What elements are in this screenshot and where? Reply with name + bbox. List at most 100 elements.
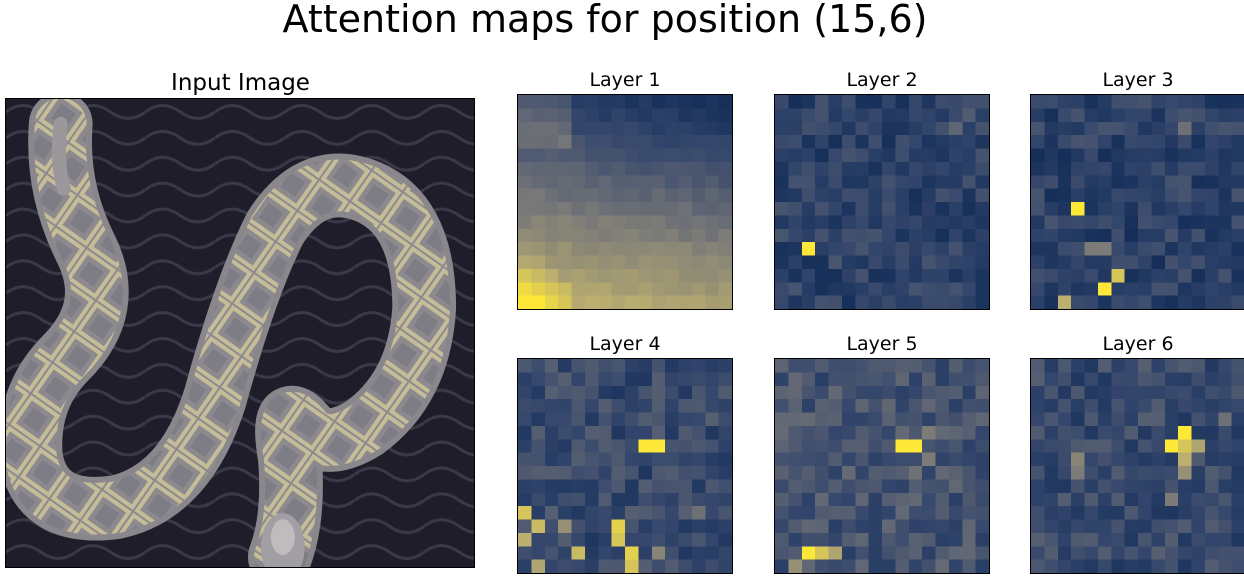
heatmap-cell (544, 135, 559, 149)
heatmap-cell (828, 359, 843, 373)
heatmap-cell (948, 466, 963, 480)
heatmap-cell (1204, 385, 1219, 400)
heatmap-cell (571, 268, 586, 283)
heatmap-cell (1204, 295, 1219, 309)
heatmap-cell (801, 202, 816, 216)
heatmap-cell (775, 242, 789, 256)
heatmap-cell (962, 242, 976, 256)
heatmap-cell (1057, 359, 1072, 373)
heatmap-cell (638, 559, 653, 573)
heatmap-cell (788, 466, 803, 480)
heatmap-cell (625, 148, 639, 163)
heatmap-cell (1111, 121, 1125, 136)
heatmap-cell (962, 479, 976, 494)
heatmap-cell (948, 282, 963, 296)
heatmap-cell (1124, 452, 1139, 467)
heatmap-cell (598, 492, 612, 507)
heatmap-cell (1191, 242, 1206, 256)
heatmap-cell (1191, 188, 1206, 203)
heatmap-cell (584, 135, 599, 149)
heatmap-cell (1057, 452, 1072, 467)
heatmap-cell (638, 175, 653, 189)
heatmap-cell (558, 492, 572, 507)
heatmap-cell (948, 202, 963, 216)
heatmap-cell (1178, 202, 1192, 216)
layer-3-heatmap (1030, 94, 1244, 310)
heatmap-cell (1204, 399, 1219, 413)
heatmap-cell (922, 359, 936, 373)
heatmap-cell (1231, 439, 1244, 453)
heatmap-cell (828, 215, 843, 230)
heatmap-cell (868, 559, 883, 573)
heatmap-cell (1191, 161, 1206, 176)
heatmap-cell (518, 492, 532, 507)
heatmap-cell (558, 202, 572, 216)
heatmap-cell (1044, 559, 1059, 573)
heatmap-cell (922, 135, 936, 149)
heatmap-cell (775, 215, 789, 230)
heatmap-cell (651, 466, 666, 480)
heatmap-cell (788, 519, 803, 534)
heatmap-cell (801, 268, 816, 283)
heatmap-cell (1097, 506, 1112, 520)
heatmap-cell (1084, 202, 1099, 216)
heatmap-cell (1124, 175, 1139, 189)
heatmap-cell (1124, 228, 1139, 243)
heatmap-cell (935, 559, 950, 573)
heatmap-cell (1084, 175, 1099, 189)
heatmap-cell (1191, 519, 1206, 534)
heatmap-cell (882, 121, 896, 136)
heatmap-cell (1031, 95, 1045, 109)
heatmap-cell (531, 479, 546, 494)
heatmap-cell (1138, 506, 1152, 520)
heatmap-cell (855, 121, 869, 136)
heatmap-cell (584, 121, 599, 136)
heatmap-cell (975, 546, 989, 560)
heatmap-cell (691, 108, 706, 123)
heatmap-cell (665, 135, 679, 149)
heatmap-cell (1204, 268, 1219, 283)
heatmap-cell (815, 95, 829, 109)
heatmap-cell (1084, 282, 1099, 296)
heatmap-cell (841, 519, 856, 534)
heatmap-cell (665, 439, 679, 453)
heatmap-cell (1164, 546, 1179, 560)
heatmap-cell (1044, 268, 1059, 283)
heatmap-cell (1097, 412, 1112, 427)
heatmap-cell (651, 108, 666, 123)
heatmap-cell (1044, 215, 1059, 230)
heatmap-cell (1218, 148, 1232, 163)
heatmap-cell (1071, 121, 1085, 136)
heatmap-cell (948, 188, 963, 203)
heatmap-cell (922, 492, 936, 507)
heatmap-cell (691, 425, 706, 440)
heatmap-cell (815, 372, 829, 387)
heatmap-cell (1044, 135, 1059, 149)
heatmap-cell (1151, 519, 1166, 534)
heatmap-cell (922, 148, 936, 163)
heatmap-cell (558, 385, 572, 400)
heatmap-cell (718, 282, 732, 296)
heatmap-cell (584, 399, 599, 413)
heatmap-cell (1097, 546, 1112, 560)
heatmap-cell (1124, 268, 1139, 283)
heatmap-cell (598, 546, 612, 560)
heatmap-cell (718, 121, 732, 136)
heatmap-cell (815, 546, 829, 560)
heatmap-cell (718, 148, 732, 163)
heatmap-cell (1204, 135, 1219, 149)
heatmap-cell (531, 532, 546, 547)
heatmap-cell (1218, 282, 1232, 296)
heatmap-cell (815, 108, 829, 123)
heatmap-cell (962, 425, 976, 440)
heatmap-cell (962, 466, 976, 480)
heatmap-cell (841, 161, 856, 176)
heatmap-cell (962, 412, 976, 427)
heatmap-cell (625, 121, 639, 136)
heatmap-cell (815, 532, 829, 547)
heatmap-cell (855, 188, 869, 203)
heatmap-cell (691, 479, 706, 494)
heatmap-cell (788, 161, 803, 176)
heatmap-cell (815, 466, 829, 480)
heatmap-cell (518, 479, 532, 494)
